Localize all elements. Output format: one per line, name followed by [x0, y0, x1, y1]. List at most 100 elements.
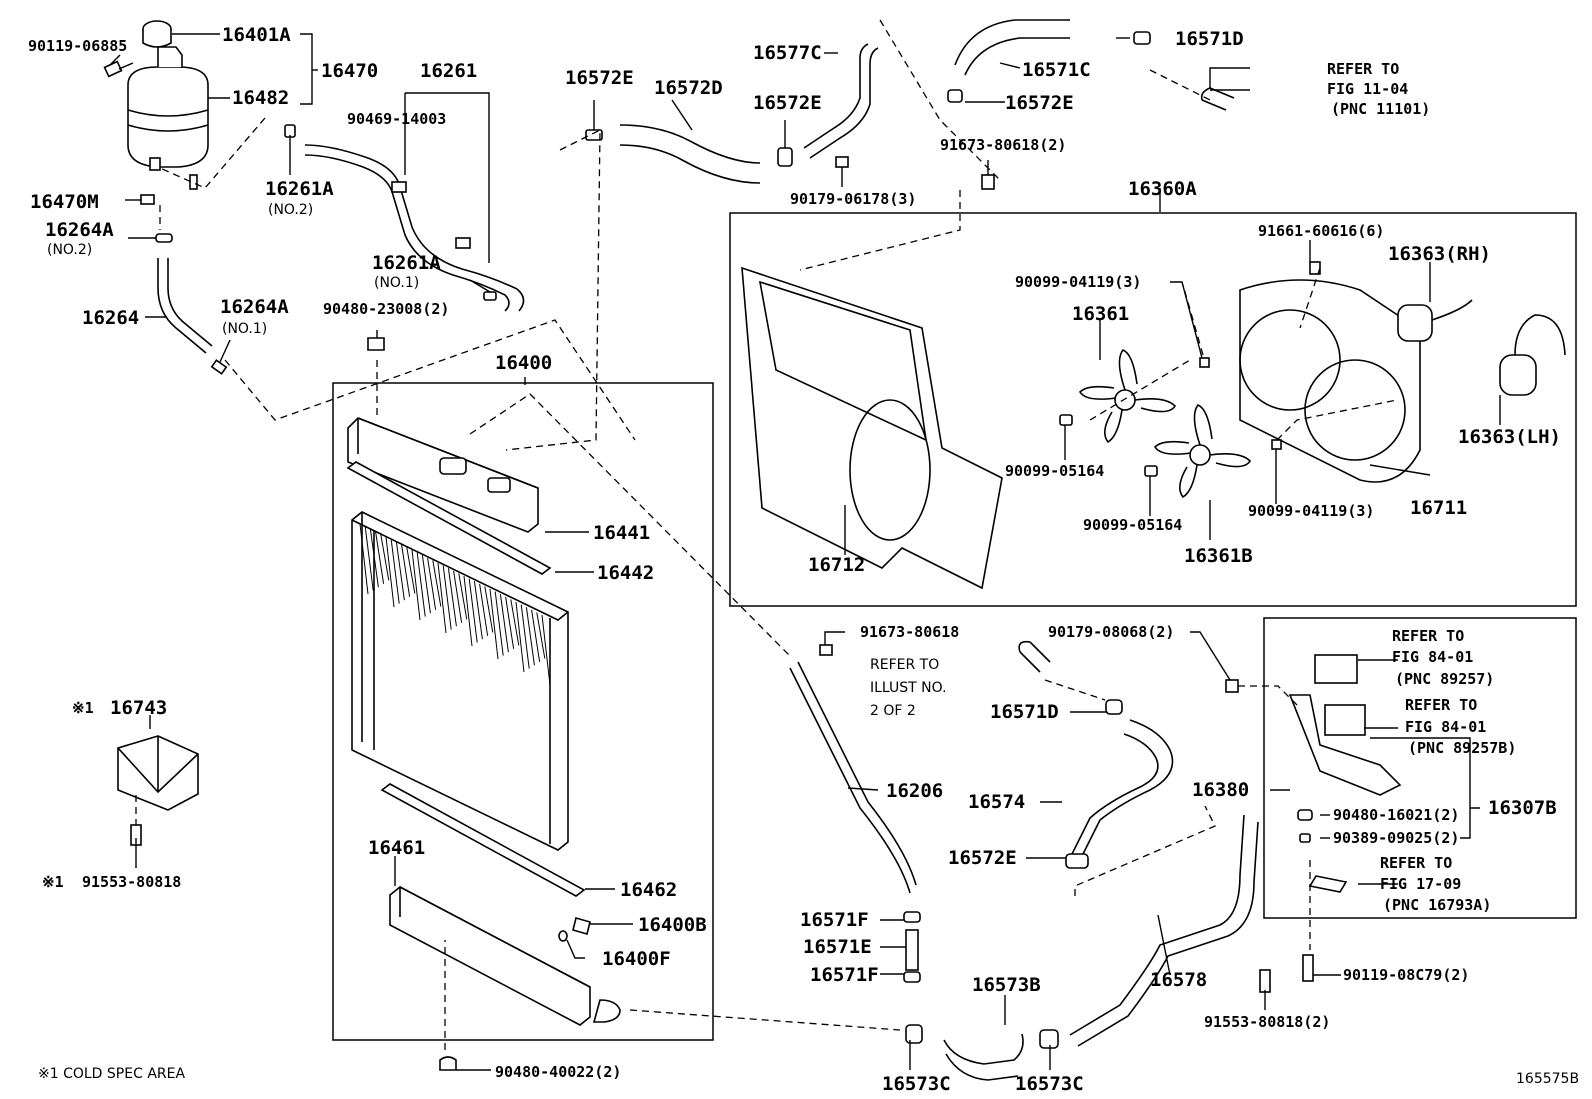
label-no1-b: (NO.1): [222, 321, 267, 337]
clip-90389-09025: [1299, 833, 1311, 843]
label-91661-60616: 91661-60616(6): [1258, 222, 1384, 240]
label-16571D-a: 16571D: [1175, 28, 1244, 50]
bolt-90099-04119-b: [1271, 439, 1282, 450]
part-ref-89257: [1314, 654, 1358, 684]
label-16264A-no2: 16264A: [45, 219, 114, 241]
bolt-91553-80818-2: [1259, 969, 1271, 993]
guide-lines: [135, 19, 1398, 1050]
bolt-90099-04119-a: [1199, 357, 1210, 368]
label-16571F-b: 16571F: [810, 964, 879, 986]
label-16571E: 16571E: [803, 936, 872, 958]
radiator-fin: [359, 523, 369, 595]
label-16400: 16400: [495, 352, 552, 374]
bracket-16380: [1288, 694, 1402, 796]
label-16261: 16261: [420, 60, 477, 82]
upper-tank-16441: [347, 417, 539, 533]
label-16462: 16462: [620, 879, 677, 901]
label-16261A-no2: 16261A: [265, 178, 334, 200]
leader-lines: [109, 33, 1501, 1071]
radiator-fin: [531, 609, 541, 662]
refer-d3: (PNC 89257B): [1408, 739, 1516, 757]
radiator-fin: [453, 570, 463, 623]
label-91673-80618: 91673-80618: [860, 623, 959, 641]
bolt-91673-80618-2: [981, 174, 995, 190]
fan-shroud-group-box: [729, 212, 1577, 607]
motor-16363-rh: [1397, 299, 1473, 342]
radiator-fin: [468, 578, 478, 643]
hose-16572D: [619, 124, 761, 164]
radiator-fin: [536, 612, 546, 659]
radiator-fin: [505, 596, 515, 649]
refer-a2: FIG 11-04: [1327, 80, 1408, 98]
nut-90099-05164-b: [1144, 465, 1158, 477]
reservoir-tank: [127, 20, 209, 190]
label-16261A-no1: 16261A: [372, 252, 441, 274]
grommet-90480-40022: [439, 1056, 457, 1071]
label-16461: 16461: [368, 837, 425, 859]
label-16361: 16361: [1072, 303, 1129, 325]
radiator-fin: [401, 544, 411, 597]
label-16363-rh: 16363(RH): [1388, 243, 1491, 265]
label-no2-a: (NO.2): [268, 202, 313, 218]
nut-90099-05164-a: [1059, 414, 1073, 426]
label-16572D: 16572D: [654, 77, 723, 99]
radiator-fin: [541, 614, 551, 686]
clamp-16571D-a: [1133, 31, 1151, 45]
label-90119-08C79: 90119-08C79(2): [1343, 966, 1469, 984]
label-90099-04119-b: 90099-04119(3): [1248, 502, 1374, 520]
radiator-fin: [437, 562, 447, 634]
radiator-fin: [494, 591, 504, 656]
radiator-fin: [411, 549, 421, 621]
clamp-16571F-b: [903, 971, 921, 983]
radiator-fin: [406, 547, 416, 594]
refer-e2: FIG 17-09: [1380, 875, 1461, 893]
bolt-90119-06885: [103, 60, 134, 78]
label-16482: 16482: [232, 87, 289, 109]
radiator-fin: [447, 568, 457, 627]
hose-16261: [304, 144, 525, 312]
refer-c2: FIG 84-01: [1392, 648, 1473, 666]
radiator-fin: [416, 552, 426, 617]
hose-ref-illust2: [1018, 640, 1051, 673]
label-16361B: 16361B: [1184, 545, 1253, 567]
label-16363-lh: 16363(LH): [1458, 426, 1561, 448]
radiator-fin: [395, 542, 405, 601]
label-90119-06885: 90119-06885: [28, 37, 127, 55]
bracket-group-box: [1263, 617, 1577, 919]
radiator-fin: [375, 531, 385, 584]
label-16711: 16711: [1410, 497, 1467, 519]
label-16401A: 16401A: [222, 24, 291, 46]
pipe-16578: [1069, 814, 1245, 1036]
pipe-16577C: [803, 43, 869, 149]
radiator-fin: [463, 575, 473, 647]
hose-16571C: [954, 19, 1070, 66]
part-ref-89257B: [1324, 704, 1366, 736]
label-91553-mark: ※1: [42, 873, 64, 891]
nut-90179-08068: [1225, 679, 1239, 693]
refer-e3: (PNC 16793A): [1383, 896, 1491, 914]
label-no2-b: (NO.2): [47, 242, 92, 258]
label-16578: 16578: [1150, 969, 1207, 991]
clamp-16572E-d: [1065, 853, 1089, 869]
label-16572E-d: 16572E: [948, 847, 1017, 869]
fan-16361B: [1153, 404, 1252, 499]
radiator-fin: [380, 534, 390, 581]
clamp-16571D-b: [1105, 699, 1123, 715]
hose-16573B: [943, 1033, 1024, 1065]
labels: 16401A 16470 90119-06885 16482 16261 904…: [28, 24, 1579, 1095]
label-91673-80618-2: 91673-80618(2): [940, 136, 1066, 154]
label-90099-05164-a: 90099-05164: [1005, 462, 1104, 480]
refer-a3: (PNC 11101): [1331, 100, 1430, 118]
bolt-90179-06178: [835, 156, 849, 168]
hose-ref-11101: [1200, 87, 1235, 111]
radiator-fin: [458, 573, 468, 620]
radiator-fin: [499, 594, 509, 653]
label-16571F-a: 16571F: [800, 909, 869, 931]
label-16572E-b: 16572E: [753, 92, 822, 114]
radiator-fin: [520, 604, 530, 669]
refer-c3: (PNC 89257): [1395, 670, 1494, 688]
part-16470M: [140, 194, 155, 205]
label-16573C-a: 16573C: [882, 1073, 951, 1095]
shroud-16712: [741, 266, 1003, 590]
